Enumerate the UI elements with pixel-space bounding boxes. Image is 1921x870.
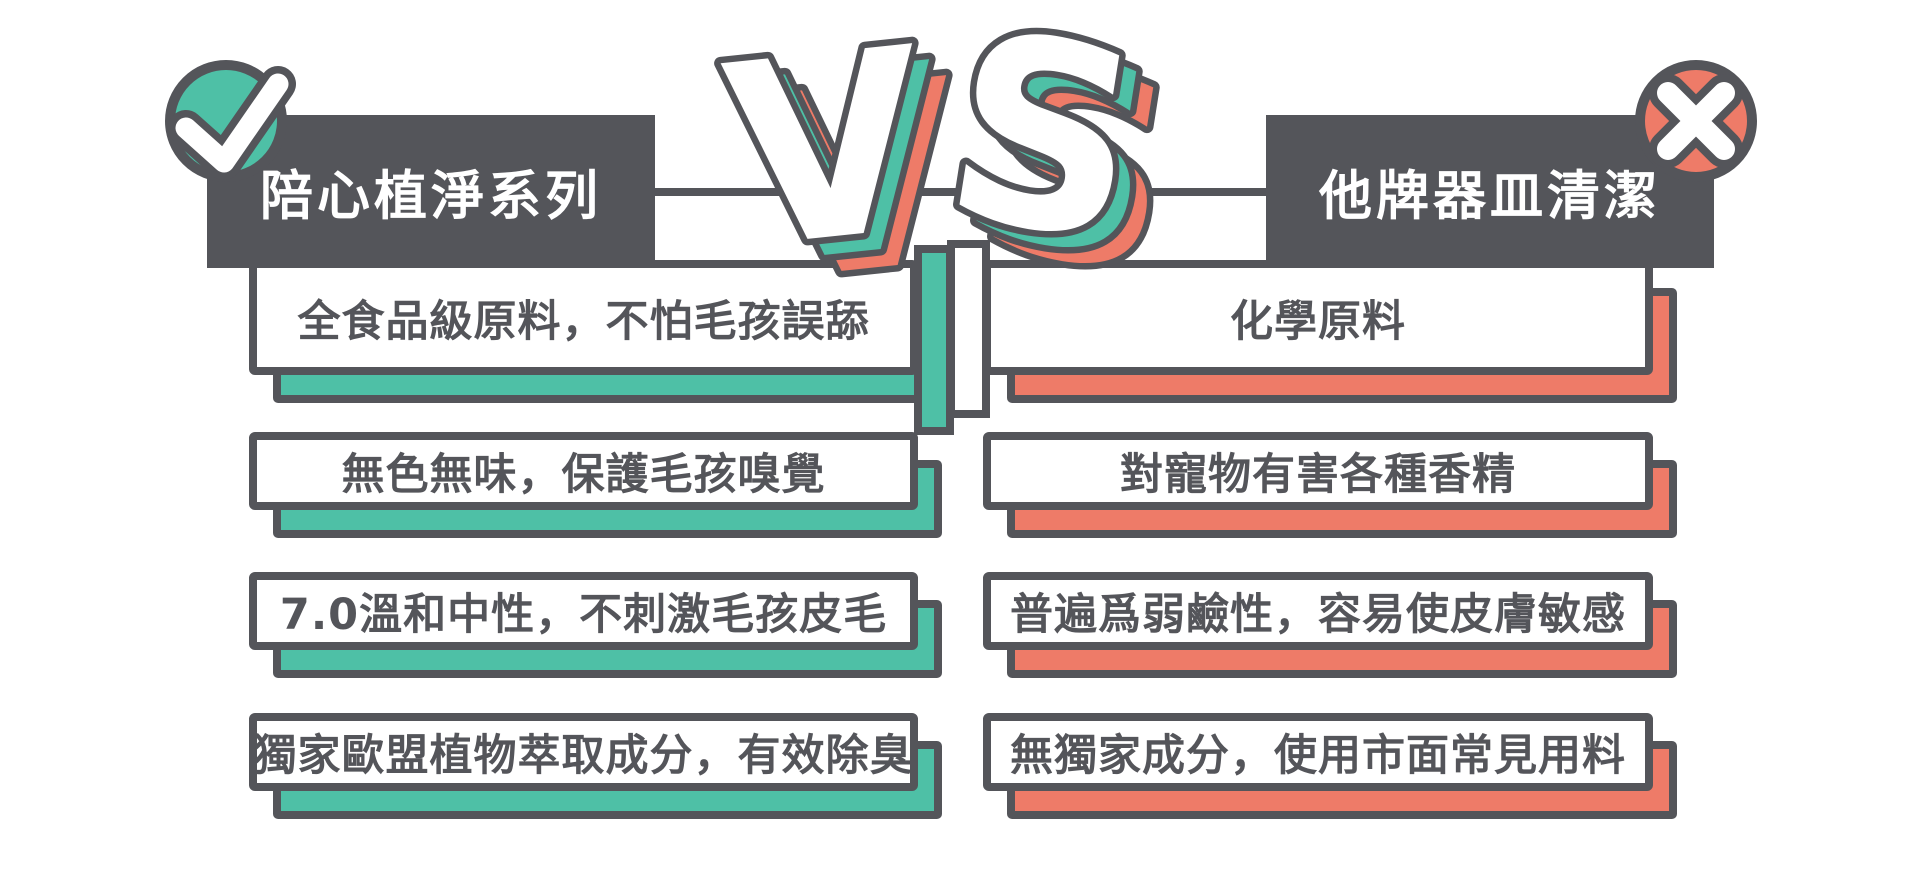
left-row-1: 全食品級原料，不怕毛孩誤舔 <box>249 260 918 375</box>
cross-icon <box>1635 60 1757 182</box>
left-row-1-text: 全食品級原料，不怕毛孩誤舔 <box>297 296 870 347</box>
right-row-3-text: 普遍爲弱鹼性，容易使皮膚敏感 <box>1010 590 1626 640</box>
check-icon <box>165 60 296 182</box>
right-row-3: 普遍爲弱鹼性，容易使皮膚敏感 <box>983 572 1653 650</box>
vs-letter-s-teal: S <box>946 20 1176 316</box>
right-row-4-text: 無獨家成分，使用市面常見用料 <box>1010 731 1626 781</box>
left-row-3-text: 7.0溫和中性，不刺激毛孩皮毛 <box>279 590 888 640</box>
right-row-2: 對寵物有害各種香精 <box>983 432 1653 510</box>
vs-letter-v-coral: V <box>748 26 973 338</box>
vs-letter-v-teal: V <box>731 20 956 322</box>
right-header-title: 他牌器皿清潔 <box>1319 165 1661 227</box>
left-row-2: 無色無味，保護毛孩嗅覺 <box>249 432 918 510</box>
right-header: 他牌器皿清潔 <box>1266 115 1714 268</box>
left-header-title: 陪心植淨系列 <box>260 165 602 227</box>
left-header: 陪心植淨系列 <box>207 115 655 268</box>
left-row-4: 獨家歐盟植物萃取成分，有效除臭 <box>249 713 918 791</box>
right-row-2-text: 對寵物有害各種香精 <box>1120 450 1516 500</box>
right-row-1-text: 化學原料 <box>1230 296 1406 347</box>
left-row-3: 7.0溫和中性，不刺激毛孩皮毛 <box>249 572 918 650</box>
vs-emblem: V S V S V S <box>708 20 1200 340</box>
vs-letter-v: V <box>714 20 939 306</box>
vs-ribbon <box>947 240 990 418</box>
header-connector-line <box>655 188 1267 196</box>
left-row-4-text: 獨家歐盟植物萃取成分，有效除臭 <box>253 731 914 781</box>
right-row-4: 無獨家成分，使用市面常見用料 <box>983 713 1653 791</box>
left-row-2-text: 無色無味，保護毛孩嗅覺 <box>341 450 826 500</box>
